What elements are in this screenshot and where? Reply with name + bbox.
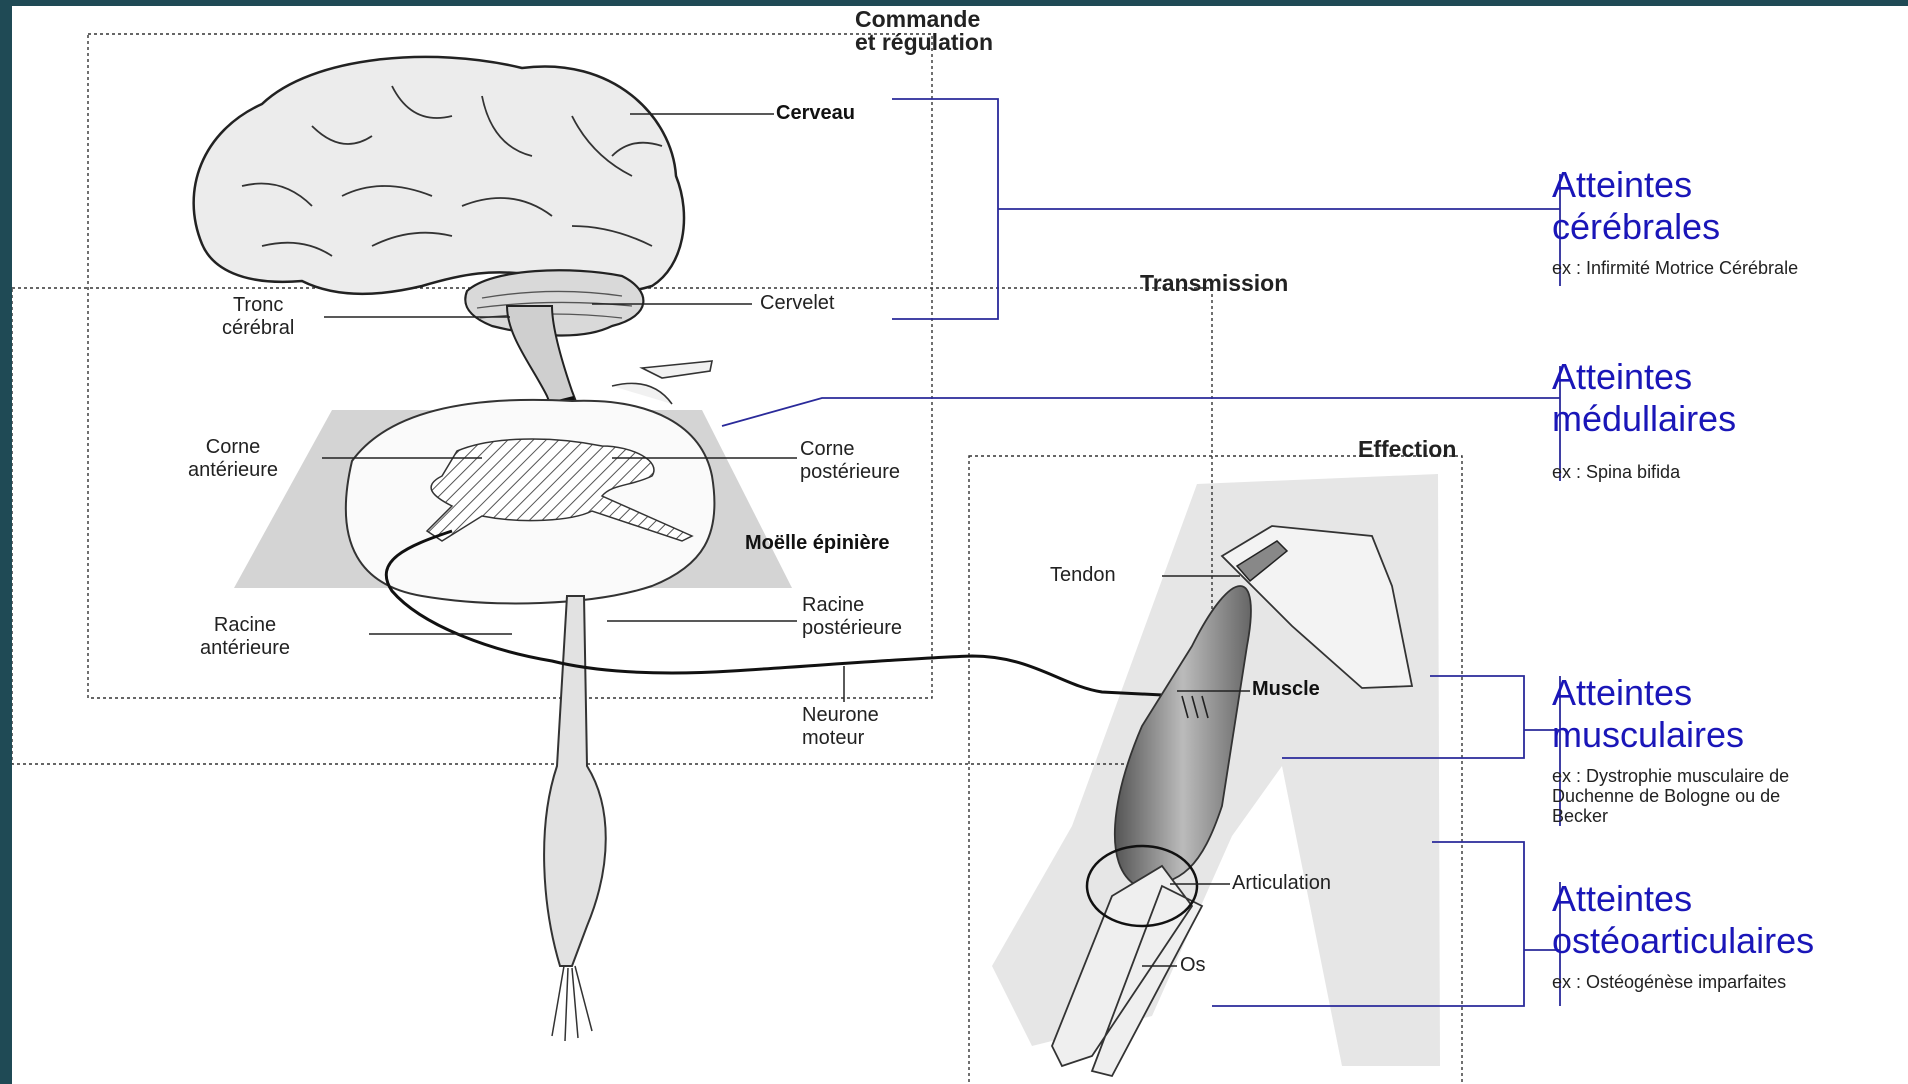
category-example: ex : Ostéogénèse imparfaites xyxy=(1552,972,1814,992)
label-os: Os xyxy=(1180,954,1206,977)
category-example: ex : Infirmité Motrice Cérébrale xyxy=(1552,258,1798,278)
diagram-canvas: Commande et régulation Transmission Effe… xyxy=(12,6,1908,1084)
label-cervelet: Cervelet xyxy=(760,292,834,315)
category-medullaires: Atteintes médullaires ex : Spina bifida xyxy=(1552,356,1736,482)
label-neurone-moteur: Neurone moteur xyxy=(802,704,879,750)
label-articulation: Articulation xyxy=(1232,872,1331,895)
label-tronc-cerebral: Tronc cérébral xyxy=(222,294,294,340)
category-osteoarticulaires: Atteintes ostéoarticulaires ex : Ostéogé… xyxy=(1552,878,1814,992)
category-example: ex : Dystrophie musculaire de Duchenne d… xyxy=(1552,766,1789,826)
brain-cerebrum xyxy=(194,57,684,294)
category-title: Atteintes cérébrales xyxy=(1552,164,1798,248)
label-cerveau: Cerveau xyxy=(776,102,855,125)
label-moelle-epiniere: Moëlle épinière xyxy=(745,532,890,555)
section-effection-title: Effection xyxy=(1358,438,1456,461)
label-racine-posterieure: Racine postérieure xyxy=(802,594,902,640)
category-example: ex : Spina bifida xyxy=(1552,462,1736,482)
category-title: Atteintes médullaires xyxy=(1552,356,1736,440)
category-title: Atteintes ostéoarticulaires xyxy=(1552,878,1814,962)
label-tendon: Tendon xyxy=(1050,564,1116,587)
category-cerebrales: Atteintes cérébrales ex : Infirmité Motr… xyxy=(1552,164,1798,278)
category-musculaires: Atteintes musculaires ex : Dystrophie mu… xyxy=(1552,672,1789,826)
label-racine-anterieure: Racine antérieure xyxy=(200,614,290,660)
label-corne-posterieure: Corne postérieure xyxy=(800,438,900,484)
section-commande-title: Commande et régulation xyxy=(855,8,993,54)
section-transmission-title: Transmission xyxy=(1140,272,1288,295)
label-corne-anterieure: Corne antérieure xyxy=(188,436,278,482)
category-title: Atteintes musculaires xyxy=(1552,672,1789,756)
label-muscle: Muscle xyxy=(1252,678,1320,701)
spinal-cord-descending xyxy=(544,596,606,966)
